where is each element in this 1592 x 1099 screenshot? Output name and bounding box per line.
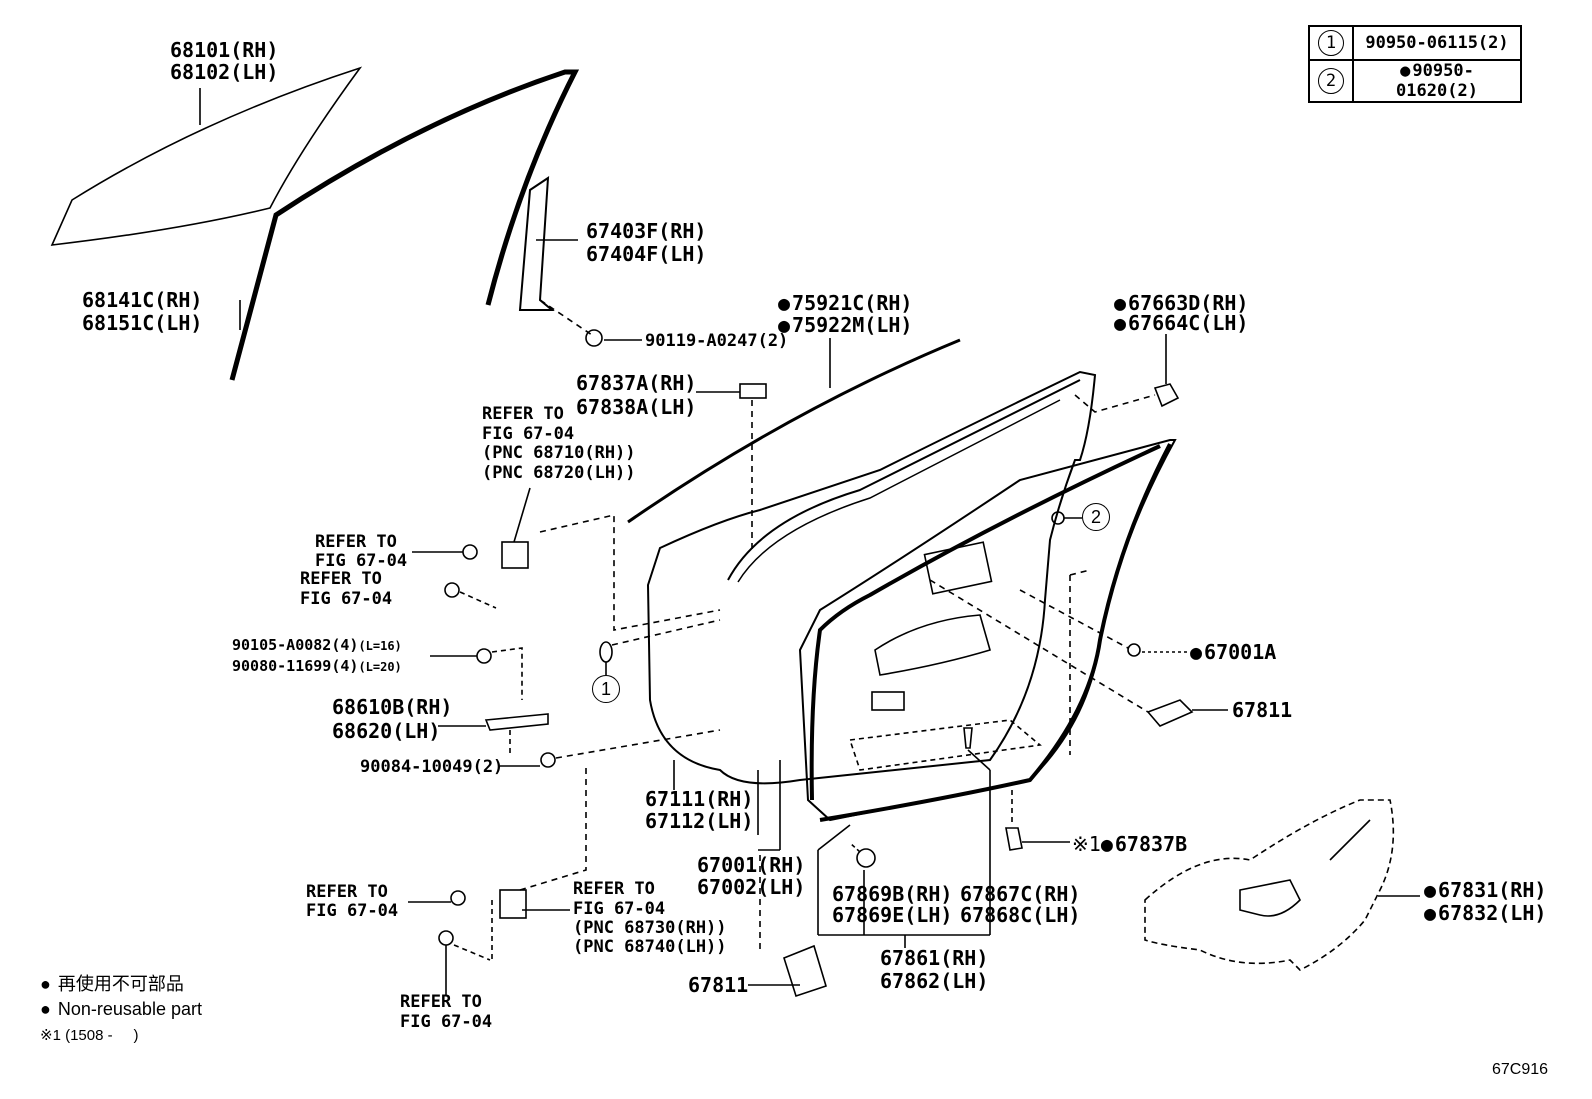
door-check — [484, 713, 549, 731]
lower-hinge — [499, 889, 527, 919]
clip-d-icon — [963, 727, 973, 749]
label-bolt-3[interactable]: 90084-10049(2) — [360, 757, 504, 777]
refer-3-line1[interactable]: REFER TO — [306, 882, 388, 902]
note-jp: 再使用不可部品 — [40, 974, 184, 994]
upper-hinge — [501, 541, 529, 569]
belt-molding — [627, 338, 961, 524]
check-bolt-lower — [540, 752, 556, 768]
check-bolt-icon — [476, 648, 492, 664]
note-en: Non-reusable part — [40, 999, 202, 1019]
refer-lower-hinge-line3[interactable]: (PNC 68730(RH)) — [573, 918, 727, 938]
label-run-channel-rh[interactable]: 68141C(RH) — [82, 288, 203, 312]
refer-2-line2[interactable]: FIG 67-04 — [300, 589, 393, 609]
non-reusable-dot-icon — [1400, 61, 1412, 81]
refer-2-line1[interactable]: REFER TO — [300, 569, 382, 589]
label-clip-c-rh[interactable]: 67869B(RH) — [832, 882, 953, 906]
label-clip-a-lh[interactable]: 67838A(LH) — [576, 395, 697, 419]
label-service-cover-rh[interactable]: 67831(RH) — [1424, 880, 1546, 900]
label-clip-c-lh[interactable]: 67869E(LH) — [832, 903, 953, 927]
non-reusable-dot-icon — [40, 974, 53, 994]
label-glass-rh[interactable]: 68101(RH) — [170, 38, 279, 62]
non-reusable-dot-icon — [1101, 832, 1115, 856]
refer-4-line2[interactable]: FIG 67-04 — [400, 1012, 493, 1032]
legend-row: 2 90950-01620(2) — [1308, 59, 1522, 103]
inner-panel — [798, 439, 1177, 822]
hole-plug-bottom — [783, 944, 827, 998]
label-hole-plug-bottom[interactable]: 67811 — [688, 973, 749, 997]
label-clip-b[interactable]: ※167837B — [1072, 832, 1187, 856]
refer-upper-hinge-line1[interactable]: REFER TO — [482, 404, 564, 424]
label-bolts-1[interactable]: 90105-A0082(4)(L=16) — [232, 636, 402, 654]
clip-c-icon — [856, 848, 876, 868]
label-clip-a-rh[interactable]: 67837A(RH) — [576, 371, 697, 395]
refer-lower-hinge-line1[interactable]: REFER TO — [573, 879, 655, 899]
label-cover-lh[interactable]: 67664C(LH) — [1114, 313, 1248, 333]
hinge-bolt-lower-2 — [438, 930, 454, 946]
glass-run-channel — [229, 69, 580, 381]
label-bolts-2[interactable]: 90080-11699(4)(L=20) — [232, 657, 402, 675]
callout-2[interactable]: 2 — [1082, 503, 1110, 531]
label-screw[interactable]: 90119-A0247(2) — [645, 331, 789, 351]
refer-lower-hinge-line4[interactable]: (PNC 68740(LH)) — [573, 937, 727, 957]
door-glass — [50, 66, 363, 246]
label-weatherstrip-lh[interactable]: 67862(LH) — [880, 969, 989, 993]
label-molding-lh[interactable]: 75922M(LH) — [778, 315, 912, 335]
clip-b-icon — [1005, 827, 1023, 851]
refer-4-line1[interactable]: REFER TO — [400, 992, 482, 1012]
refer-upper-hinge-line3[interactable]: (PNC 68710(RH)) — [482, 443, 636, 463]
screw-icon — [585, 329, 603, 347]
label-clip-d-rh[interactable]: 67867C(RH) — [960, 882, 1081, 906]
label-glass-lh[interactable]: 68102(LH) — [170, 60, 279, 84]
figure-id: 67C916 — [1492, 1061, 1549, 1078]
legend-table: 1 90950-06115(2) 2 90950-01620(2) — [1308, 25, 1522, 103]
label-panel-rh[interactable]: 67111(RH) — [645, 787, 754, 811]
label-service-cover-lh[interactable]: 67832(LH) — [1424, 903, 1546, 923]
label-weatherstrip-rh[interactable]: 67861(RH) — [880, 946, 989, 970]
refer-upper-hinge-line2[interactable]: FIG 67-04 — [482, 424, 575, 444]
label-clip-d-lh[interactable]: 67868C(LH) — [960, 903, 1081, 927]
refer-upper-hinge-line4[interactable]: (PNC 68720(LH)) — [482, 463, 636, 483]
callout-number: 2 — [1318, 68, 1344, 94]
refer-lower-hinge-line2[interactable]: FIG 67-04 — [573, 899, 666, 919]
legend-part: 90950-01620(2) — [1352, 59, 1522, 103]
label-frame-lh[interactable]: 67404F(LH) — [586, 242, 707, 266]
hinge-bolt-lower-1 — [450, 890, 466, 906]
label-frame-rh[interactable]: 67403F(RH) — [586, 219, 707, 243]
hole-plug-right — [1146, 699, 1194, 727]
note-date: ※1 (1508 - ) — [40, 1027, 139, 1044]
label-run-channel-lh[interactable]: 68151C(LH) — [82, 311, 203, 335]
callout-1[interactable]: 1 — [592, 675, 620, 703]
label-door-lh[interactable]: 67002(LH) — [697, 875, 806, 899]
label-check-lh[interactable]: 68620(LH) — [332, 719, 441, 743]
hinge-bolt-upper-2 — [444, 582, 460, 598]
callout-number: 1 — [1318, 30, 1344, 56]
non-reusable-dot-icon — [40, 999, 53, 1019]
label-panel-lh[interactable]: 67112(LH) — [645, 809, 754, 833]
legend-row: 1 90950-06115(2) — [1308, 25, 1522, 61]
refer-1-line1[interactable]: REFER TO — [315, 532, 397, 552]
label-molding-rh[interactable]: 75921C(RH) — [778, 293, 912, 313]
label-hole-plug-right[interactable]: 67811 — [1232, 698, 1293, 722]
cover-icon — [1153, 383, 1180, 408]
bolt-67001a — [1127, 643, 1141, 657]
refer-3-line2[interactable]: FIG 67-04 — [306, 901, 399, 921]
label-check-rh[interactable]: 68610B(RH) — [332, 695, 453, 719]
rear-frame — [518, 176, 555, 311]
legend-part: 90950-06115(2) — [1352, 25, 1522, 61]
refer-1-line2[interactable]: FIG 67-04 — [315, 551, 408, 571]
label-67001a[interactable]: 67001A — [1190, 642, 1276, 662]
clip-a-icon — [739, 383, 767, 399]
service-hole-cover — [1144, 799, 1395, 971]
hinge-bolt-upper-1 — [462, 544, 478, 560]
label-door-rh[interactable]: 67001(RH) — [697, 853, 806, 877]
label-cover-rh[interactable]: 67663D(RH) — [1114, 293, 1248, 313]
